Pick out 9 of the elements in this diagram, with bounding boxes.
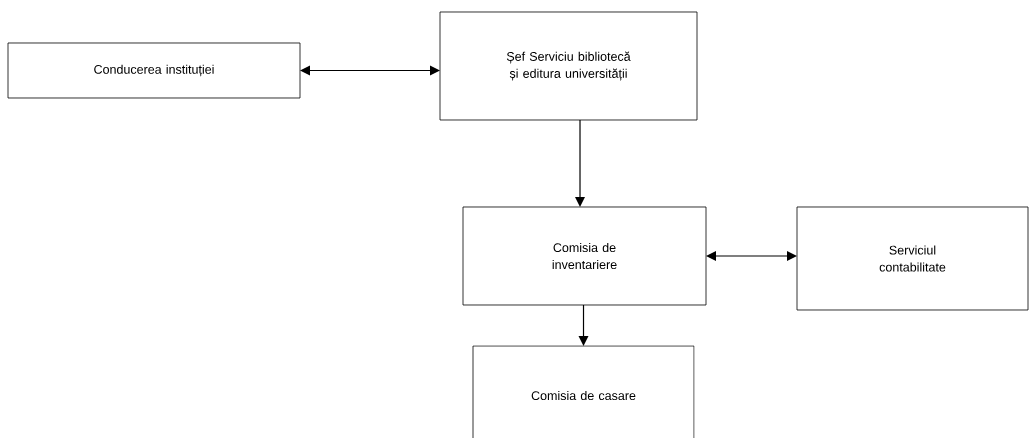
arrow <box>706 251 797 261</box>
process-box: Conducerea instituției <box>7 42 301 99</box>
process-box: Șef Serviciu bibliotecă și editura universității <box>439 11 698 121</box>
process-box: Serviciul contabilitate <box>796 206 1029 311</box>
arrow <box>575 119 585 207</box>
process-box: Comisia de casare <box>472 345 695 438</box>
arrow <box>578 304 589 346</box>
arrow <box>300 65 440 76</box>
process-box: Comisia de inventariere <box>462 206 707 306</box>
